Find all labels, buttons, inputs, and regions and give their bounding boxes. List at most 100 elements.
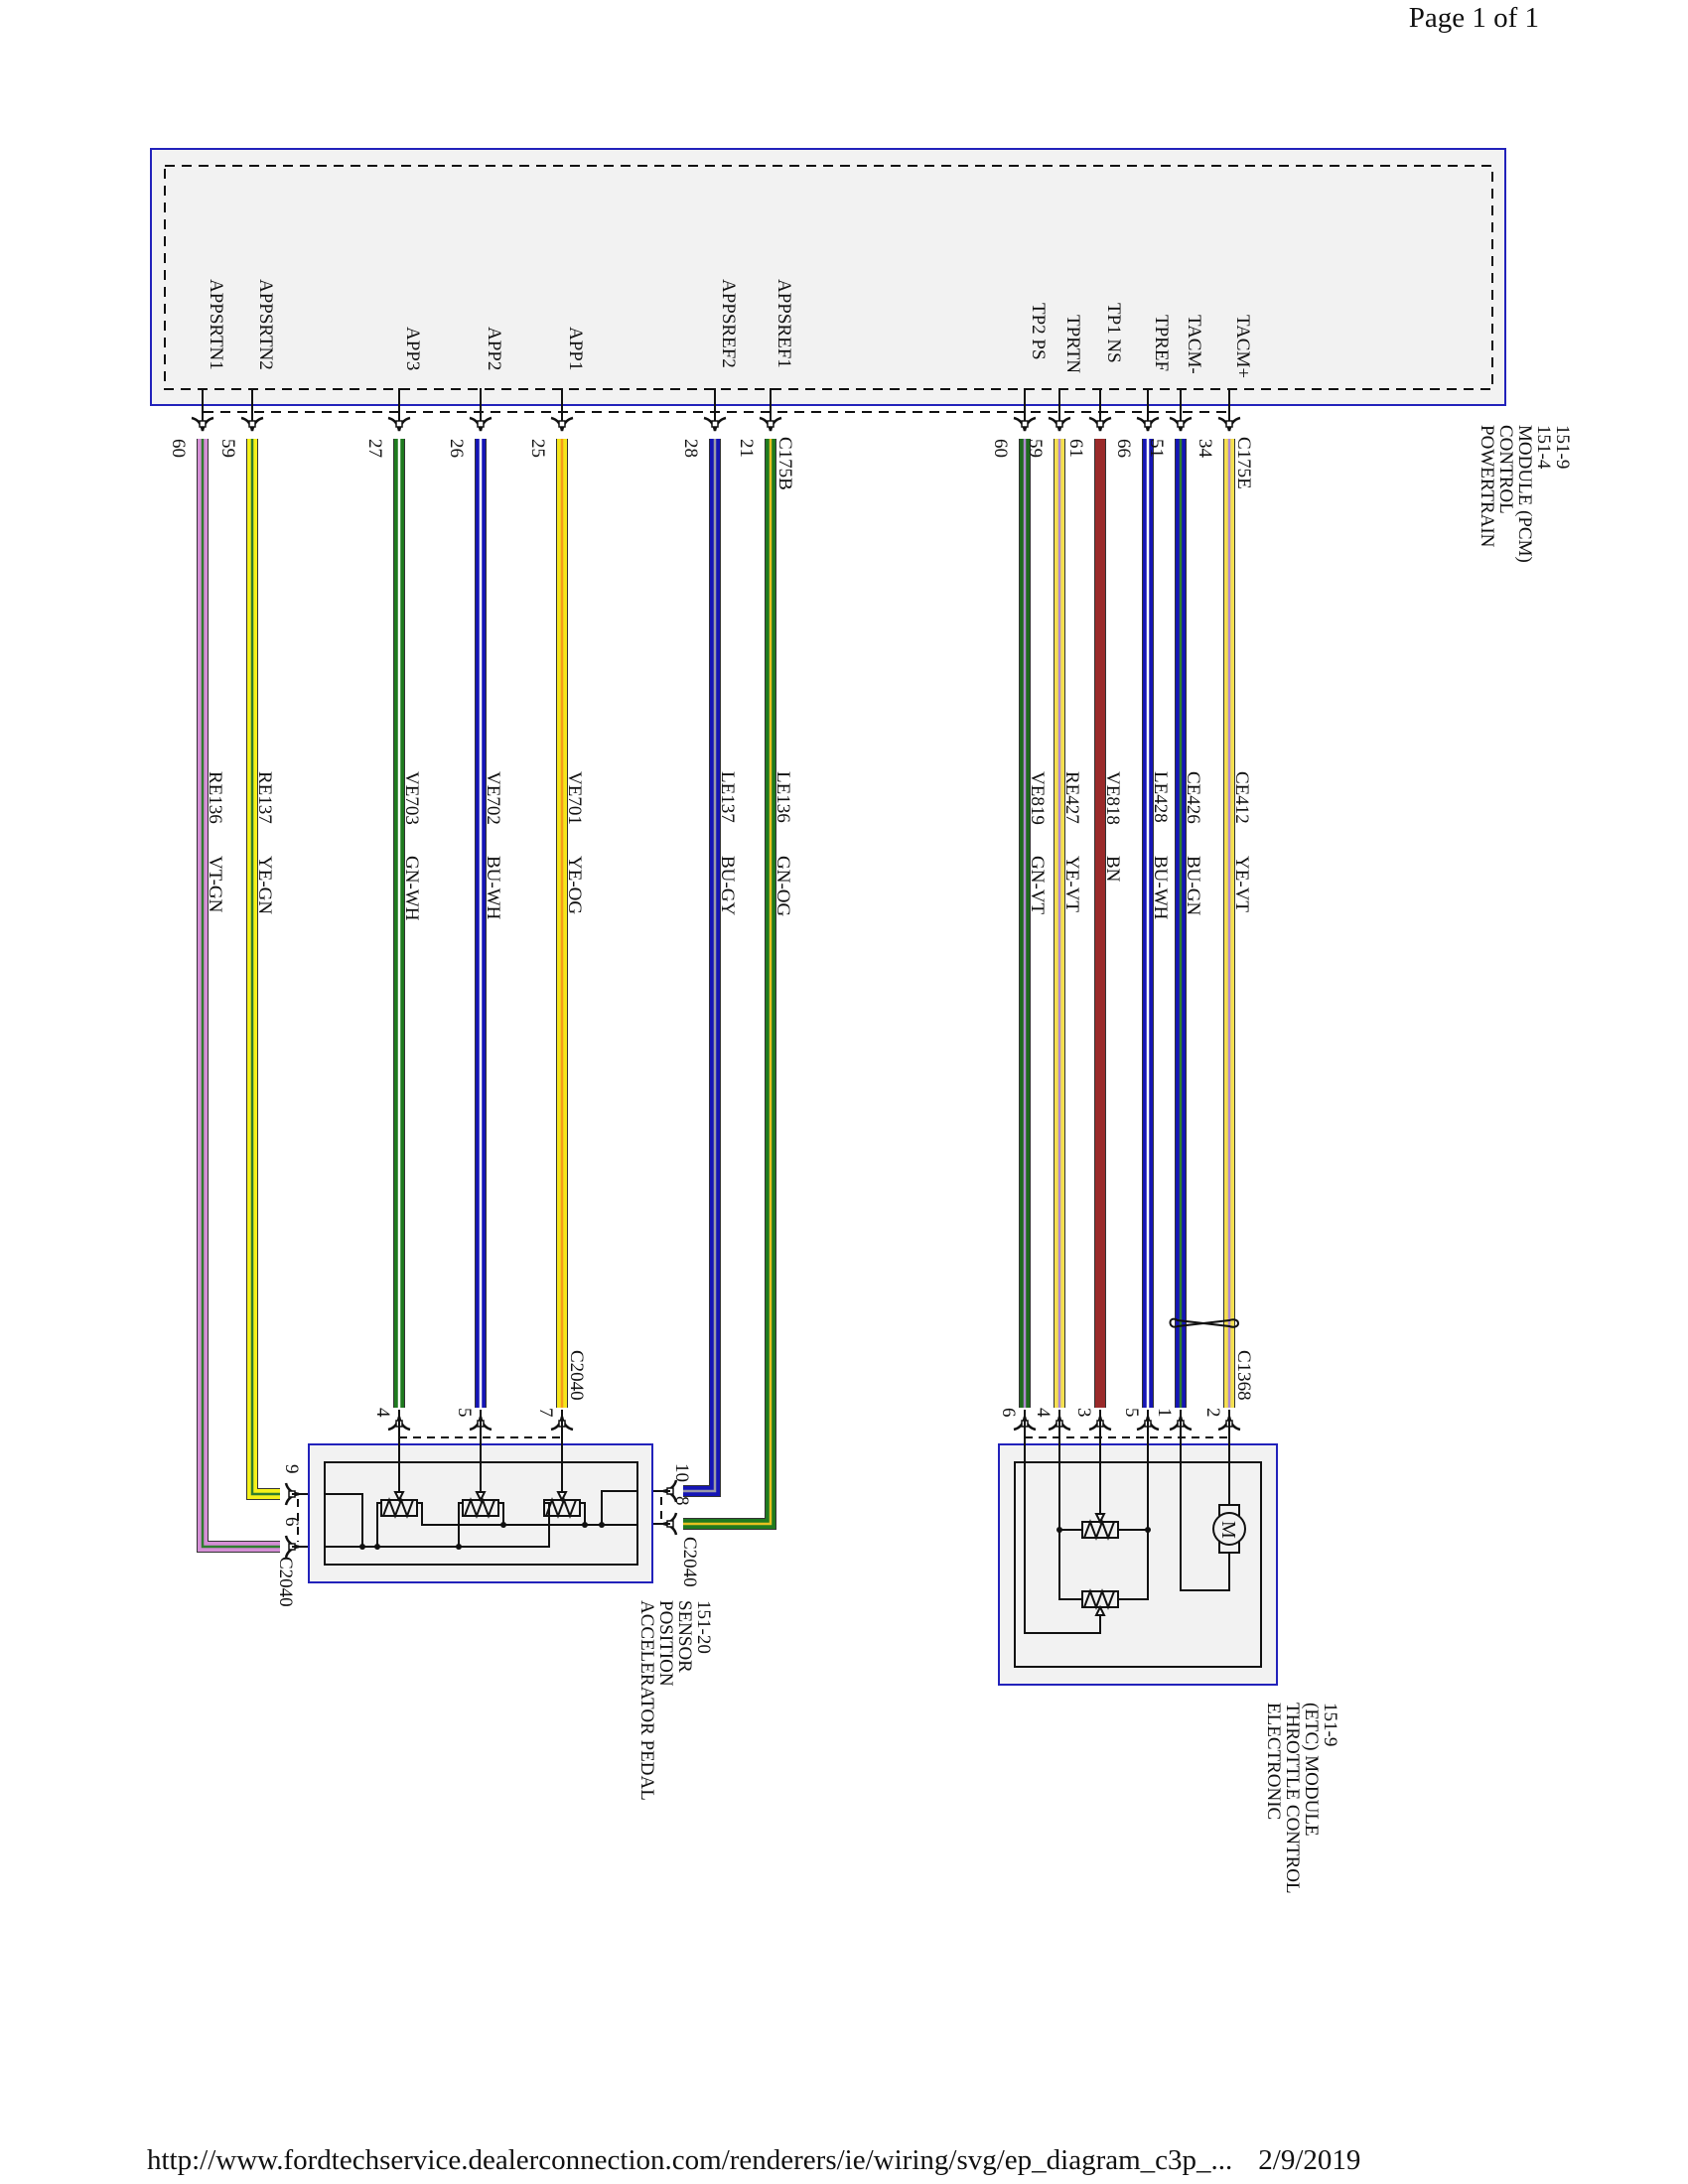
motor-label: M <box>1217 1521 1239 1539</box>
accelerator-pedal-position-sensor: ACCELERATOR PEDALPOSITIONSENSOR151-20 <box>308 1430 714 1801</box>
wire-stripe-color <box>683 439 717 1493</box>
junction-dot <box>500 1522 506 1528</box>
pcm-pin-signal-label: TPREF <box>1151 315 1172 371</box>
wire-base-color <box>683 439 720 1496</box>
junction-dot <box>582 1522 588 1528</box>
terminal-pin-icon <box>1055 420 1063 428</box>
potentiometer-icon <box>462 1491 499 1519</box>
potentiometer-icon <box>1081 1588 1119 1616</box>
resistor-zigzag <box>382 1497 414 1519</box>
wire-color-code: BU-GY <box>717 856 738 915</box>
pcm-pin-number: 61 <box>1065 439 1086 458</box>
motor-icon: M <box>1212 1504 1246 1554</box>
app-trace <box>417 1502 637 1526</box>
dest-pin-number: 1 <box>1154 1408 1175 1418</box>
connector-c175e-label: C175E <box>1233 437 1254 489</box>
app-pin-number: 8 <box>671 1496 692 1506</box>
print-date: 2/9/2019 <box>1258 2144 1361 2176</box>
wiper-arrow-icon <box>556 1491 568 1503</box>
dest-pin-number: 4 <box>1033 1408 1054 1418</box>
pcm-pin-number: 27 <box>364 439 385 458</box>
app-sensor-circuit <box>325 1430 637 1550</box>
resistor-zigzag <box>1083 1588 1115 1610</box>
circuit-label: CE426BU-GN <box>1183 771 1203 915</box>
wire-color-code: BU-GN <box>1183 856 1203 915</box>
terminal-pin-icon <box>1225 420 1233 428</box>
pcm-pin-number: 21 <box>736 439 757 458</box>
circuit-label: CE412YE-VT <box>1231 771 1252 912</box>
wires-layer: APPSRTN160RE136VT-GN6APPSRTN259RE137YE-G… <box>168 279 1254 1607</box>
circuit-label: LE136GN-OG <box>773 771 793 916</box>
pcm-pin-signal-label: TPRTN <box>1062 315 1083 373</box>
terminal-fork-icon <box>240 416 264 432</box>
etc-trace <box>1024 1430 1101 1634</box>
page-number: Page 1 of 1 <box>1408 2 1539 34</box>
wire-color-code: YE-GN <box>254 856 275 914</box>
app-trace <box>458 1502 463 1547</box>
wire-color-code: BU-WH <box>1150 856 1171 920</box>
source-url[interactable]: http://www.fordtechservice.dealerconnect… <box>147 2144 1233 2176</box>
terminal-pin-icon <box>1177 420 1185 428</box>
pcm-pin-signal-label: TP2 PS <box>1028 303 1049 360</box>
page-footer: http://www.fordtechservice.dealerconnect… <box>147 2144 1360 2177</box>
resistor-zigzag <box>545 1497 577 1519</box>
wire-outline <box>197 439 280 1553</box>
wire-stripe-color <box>250 439 280 1496</box>
terminal-fork-icon <box>550 416 574 432</box>
terminal-fork-icon <box>703 416 727 432</box>
dest-pin-number: 7 <box>535 1408 556 1418</box>
etc-trace <box>1118 1530 1149 1600</box>
wire-color-code: GN-VT <box>1027 856 1048 914</box>
junction-dot <box>374 1544 380 1550</box>
circuit-label: RE427YE-VT <box>1061 771 1082 912</box>
motor-circle <box>1212 1512 1246 1546</box>
circuit-label: LE137BU-GY <box>717 771 738 915</box>
wire-color-code: YE-VT <box>1231 856 1252 912</box>
wire-base-color <box>683 439 775 1529</box>
pcm-terminal-icon <box>1048 416 1071 432</box>
pcm-terminal-icon <box>1169 416 1193 432</box>
terminal-pin-icon <box>395 420 403 428</box>
terminal-pin-icon <box>199 420 207 428</box>
terminal-pin-icon <box>711 420 719 428</box>
app-trace <box>601 1490 637 1525</box>
wiper-arrow-icon <box>475 1491 487 1503</box>
terminal-fork-icon <box>387 416 411 432</box>
potentiometer-icon <box>380 1491 418 1519</box>
terminal-fork-icon <box>759 416 782 432</box>
app-trace <box>498 1502 504 1525</box>
wire-body <box>246 439 280 1500</box>
pcm-pin-number: 34 <box>1195 439 1215 459</box>
connector-c1368-label: C1368 <box>1233 1350 1254 1401</box>
app-trace <box>325 1493 363 1547</box>
pcm-pin-signal-label: TACM+ <box>1232 315 1253 378</box>
twisted-pair-loop <box>1169 1317 1239 1328</box>
pcm-pin-signal-label: TACM- <box>1184 315 1204 374</box>
dest-pin-number: 4 <box>372 1408 393 1418</box>
pcm-module: POWERTRAINCONTROLMODULE (PCM)151-4151-9 <box>150 148 1573 563</box>
wire-base-color <box>198 439 280 1552</box>
circuit-label: VE703GN-WH <box>401 771 422 921</box>
wire-color-code: BU-WH <box>483 856 503 920</box>
wire-outline <box>683 439 776 1530</box>
wire-body <box>683 439 776 1530</box>
app-sensor-label: ACCELERATOR PEDALPOSITIONSENSOR151-20 <box>636 1600 714 1801</box>
app-pin-number: 10 <box>671 1463 692 1482</box>
app-pin-number: 9 <box>281 1464 302 1474</box>
circuit-label: LE428BU-WH <box>1150 771 1171 920</box>
pcm-pin-number: 60 <box>990 439 1011 458</box>
pcm-internal-boundary <box>164 165 1493 390</box>
pcm-terminal-icon <box>1217 416 1241 432</box>
terminal-fork-icon <box>191 416 214 432</box>
terminal-pin-icon <box>1144 420 1152 428</box>
pcm-pin-signal-label: APPSRTN2 <box>255 279 276 370</box>
